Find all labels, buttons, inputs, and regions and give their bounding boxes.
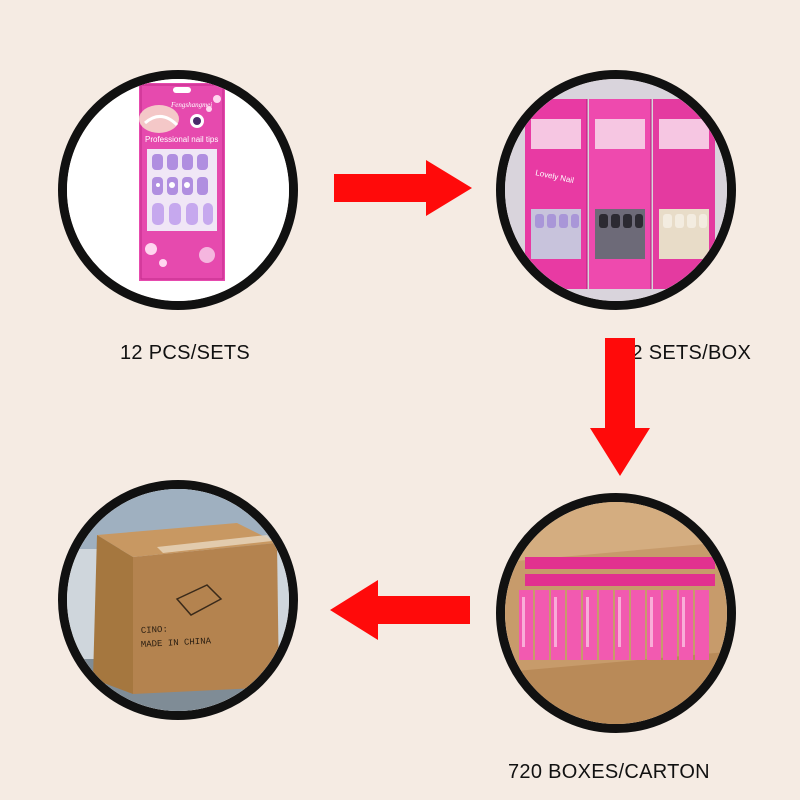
- sealed-carton-image: CINO: MADE IN CHINA: [67, 489, 289, 711]
- single-set-caption: 12 PCS/SETS: [120, 342, 251, 364]
- box-caption: 12 SETS/BOX: [620, 342, 752, 364]
- carton-origin-text: MADE IN CHINA: [141, 636, 212, 650]
- carton-number-text: CINO:: [141, 625, 169, 636]
- box-of-sets-photo: Lovely Nail: [496, 70, 736, 310]
- sealed-carton-photo: CINO: MADE IN CHINA: [58, 480, 298, 720]
- package-title-text: Professional nail tips: [145, 135, 218, 144]
- nail-tip-package-image: Fengshangmei Professional nail tips: [67, 79, 289, 301]
- open-carton-image: [505, 502, 727, 724]
- display-box-image: Lovely Nail: [505, 79, 727, 301]
- arrow-down-to-carton: [590, 338, 650, 478]
- package-brand-text: Fengshangmei: [170, 101, 212, 109]
- carton-of-boxes-photo: [496, 493, 736, 733]
- arrow-left-to-sealed-carton: [328, 580, 470, 640]
- single-set-photo: Fengshangmei Professional nail tips: [58, 70, 298, 310]
- carton-caption: 720 BOXES/CARTON: [508, 761, 710, 783]
- arrow-right-to-box: [334, 160, 474, 216]
